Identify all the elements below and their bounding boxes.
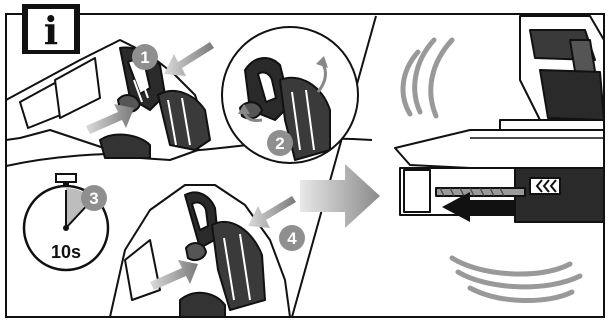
press-arrow-upper	[164, 42, 214, 76]
step-3-number: 3	[89, 189, 98, 208]
transition-arrow	[300, 164, 380, 228]
step-2-marker: 2	[267, 130, 293, 156]
stopwatch-button	[56, 174, 76, 182]
info-badge: i	[22, 4, 80, 54]
step-1-marker: 1	[132, 44, 158, 70]
step-1-number: 1	[140, 48, 149, 67]
step-4-number: 4	[287, 229, 297, 248]
info-icon: i	[44, 8, 58, 53]
tool-handle-bottom	[110, 185, 290, 317]
motion-lines-bottom	[452, 258, 580, 301]
step-4-marker: 4	[279, 225, 305, 251]
timer-label: 10s	[51, 242, 81, 262]
step-2-number: 2	[275, 134, 284, 153]
step-3-marker: 3	[81, 185, 107, 211]
press-arrow-step4	[248, 196, 296, 228]
tool-handle-top	[6, 40, 210, 160]
motion-lines-top	[403, 40, 452, 116]
